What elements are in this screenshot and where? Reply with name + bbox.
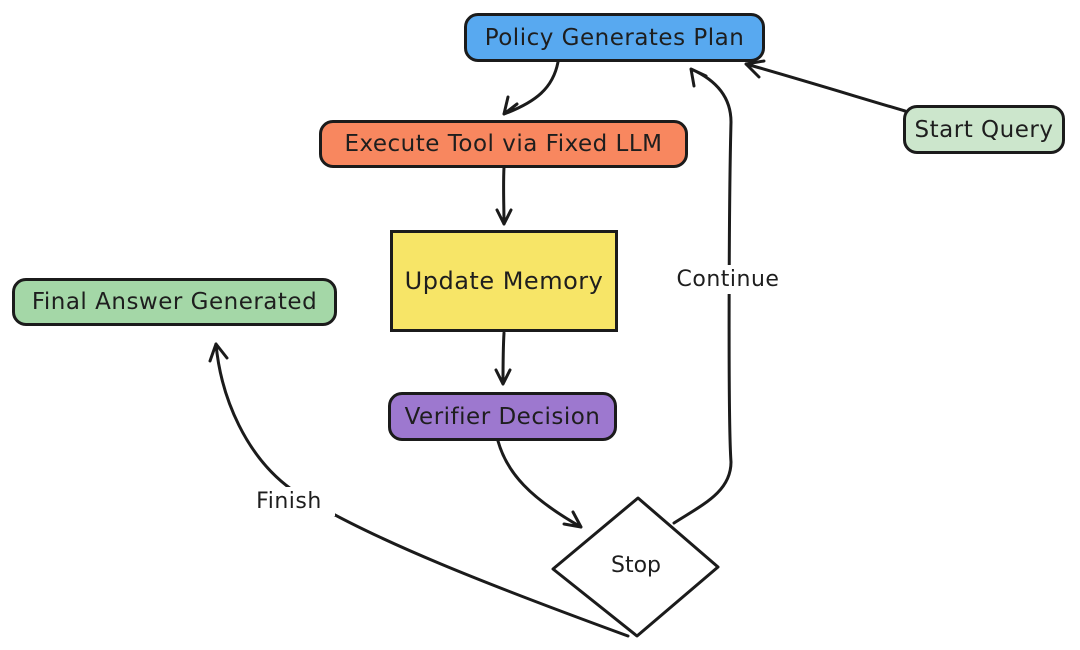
node-policy-generates-plan: Policy Generates Plan [464,13,765,62]
node-final-answer: Final Answer Generated [12,278,337,326]
node-stop-label: Stop [610,553,661,578]
arrow-stop-to-policy-continue [672,67,733,525]
arrow-policy-to-execute [502,60,560,116]
edge-label-finish: Finish [243,487,335,516]
node-final-answer-label: Final Answer Generated [31,289,318,315]
node-policy-label: Policy Generates Plan [484,24,745,51]
arrow-start-to-policy [744,59,907,113]
node-verifier-decision: Verifier Decision [388,392,617,441]
edge-label-continue: Continue [669,265,787,294]
arrow-execute-to-update [495,165,513,226]
node-verifier-decision-label: Verifier Decision [404,403,601,430]
arrow-update-to-verifier [494,331,512,386]
node-update-memory-label: Update Memory [404,267,604,295]
arrow-verifier-to-stop [496,439,583,529]
node-start-query: Start Query [903,105,1065,154]
arrow-group [208,59,907,638]
stop-diamond-shape [551,496,720,638]
node-execute-tool-label: Execute Tool via Fixed LLM [344,131,663,157]
node-update-memory: Update Memory [390,230,618,332]
node-execute-tool: Execute Tool via Fixed LLM [319,120,688,168]
node-start-query-label: Start Query [914,116,1054,143]
